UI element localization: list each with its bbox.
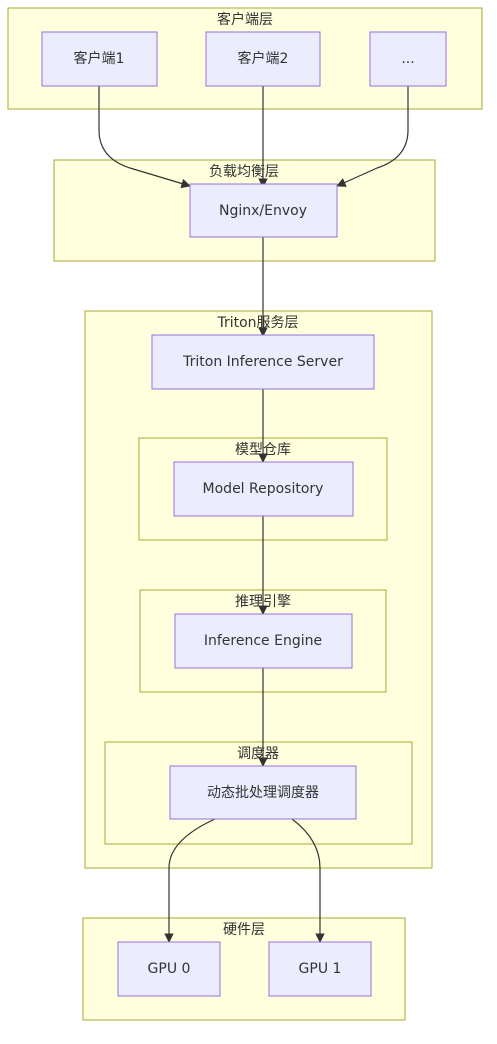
- cluster-scheduler-title: 调度器: [237, 746, 279, 762]
- node-client-more[interactable]: ...: [369, 31, 447, 87]
- node-nginx-envoy[interactable]: Nginx/Envoy: [189, 183, 338, 238]
- node-client-2[interactable]: 客户端2: [205, 31, 321, 87]
- edge-client1-nginx: [98, 86, 191, 189]
- edge-batcher-gpu1: [291, 818, 325, 943]
- node-client-2-label: 客户端2: [238, 50, 289, 67]
- node-triton-server-label: Triton Inference Server: [182, 354, 343, 370]
- node-client-1-label: 客户端1: [74, 50, 125, 67]
- node-nginx-envoy-label: Nginx/Envoy: [219, 203, 307, 219]
- node-dynamic-batcher[interactable]: 动态批处理调度器: [169, 765, 357, 820]
- node-dynamic-batcher-label: 动态批处理调度器: [207, 785, 319, 801]
- edge-batcher-gpu0: [164, 818, 216, 943]
- cluster-hardware-layer-title: 硬件层: [223, 922, 265, 938]
- node-gpu-0-label: GPU 0: [148, 961, 191, 977]
- node-model-repository-label: Model Repository: [203, 481, 324, 497]
- cluster-triton-layer-title: Triton服务层: [216, 315, 298, 331]
- cluster-load-balancer-layer: 负载均衡层: [53, 159, 436, 262]
- cluster-client-layer-title: 客户端层: [217, 11, 273, 28]
- edge-more-nginx: [336, 86, 409, 187]
- node-gpu-1[interactable]: GPU 1: [268, 941, 372, 997]
- node-inference-engine[interactable]: Inference Engine: [174, 613, 353, 669]
- node-model-repository[interactable]: Model Repository: [173, 461, 354, 517]
- node-client-more-label: ...: [401, 51, 414, 67]
- node-triton-server[interactable]: Triton Inference Server: [151, 334, 375, 390]
- cluster-load-balancer-layer-title: 负载均衡层: [209, 164, 279, 180]
- node-client-1[interactable]: 客户端1: [41, 31, 158, 87]
- node-inference-engine-label: Inference Engine: [204, 633, 322, 649]
- node-gpu-1-label: GPU 1: [299, 961, 342, 977]
- node-gpu-0[interactable]: GPU 0: [117, 941, 221, 997]
